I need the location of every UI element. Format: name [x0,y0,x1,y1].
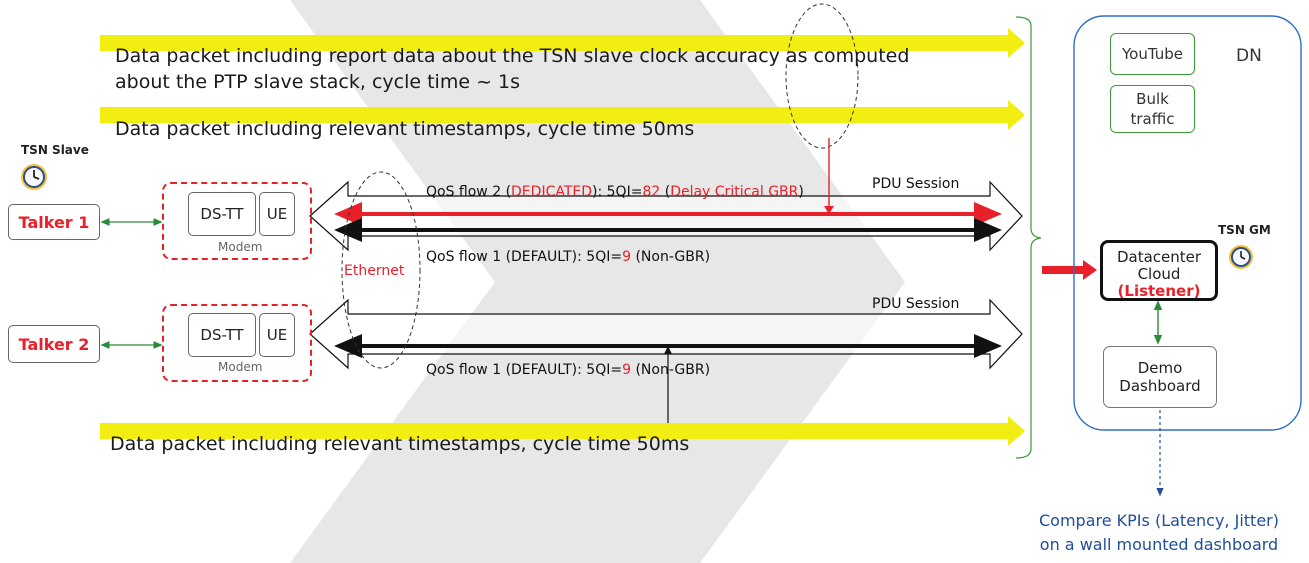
middle-banner-text: Data packet including relevant timestamp… [115,118,695,140]
modem-1-label: Modem [218,240,263,254]
clock-icon [21,164,47,190]
modem-2 [162,304,312,382]
kpi-line-2: on a wall mounted dashboard [1039,535,1279,554]
datacenter-input-arrow [1042,260,1097,280]
dn-label: DN [1236,46,1262,66]
youtube-box: YouTube [1110,33,1195,75]
qos-flow-2-label: QoS flow 2 (DEDICATED): 5QI=82 (Delay Cr… [426,184,804,200]
qos-flow-2-suffix: ) [798,184,804,200]
qos-flow-2-dedicated: DEDICATED [511,184,593,200]
qos-flow-2-mid: ): 5QI= [592,184,643,200]
bottom-banner-arrow [100,416,1025,446]
modem-1-ue: UE [259,192,295,236]
top-banner-arrow [100,28,1025,58]
datacenter-line-1: Datacenter [1116,248,1202,266]
clock-icon [1229,245,1253,269]
timestamp-pointer-head [664,346,672,354]
bulk-traffic-line-1: Bulk [1136,90,1169,108]
qos-flow-1a-label: QoS flow 1 (DEFAULT): 5QI=9 (Non-GBR) [426,249,710,265]
qos-flow-2-prefix: QoS flow 2 ( [426,184,512,200]
ethernet-ellipse [341,171,421,369]
qos-flow-1b-5qi: 9 [622,362,632,378]
pdu-session-1-label: PDU Session [872,176,960,192]
youtube-label: YouTube [1122,45,1183,63]
tsn-gm-label: TSN GM [1218,223,1271,237]
report-ellipse [785,3,859,149]
bulk-traffic-box: Bulk traffic [1110,85,1195,133]
demo-line-1: Demo [1137,359,1183,377]
top-banner-line-2: about the PTP slave stack, cycle time ~ … [115,71,521,93]
modem-2-label: Modem [218,360,263,374]
qos-flow-2-space: ( [660,184,671,200]
qos-flow-1b-suffix: (Non-GBR) [631,362,711,378]
qos-flow-1a-5qi: 9 [622,249,632,265]
demo-line-2: Dashboard [1119,377,1201,395]
bottom-banner-text: Data packet including relevant timestamp… [110,433,690,455]
top-banner-line-1: Data packet including report data about … [115,45,910,67]
kpi-line-1: Compare KPIs (Latency, Jitter) [1039,511,1279,530]
modem-1 [162,182,312,260]
pdu-session-2-label: PDU Session [872,296,960,312]
qos-flow-2-type: Delay Critical GBR [670,184,799,200]
report-pointer-head [824,206,834,214]
datacenter-cloud: Datacenter Cloud (Listener) [1100,240,1218,301]
datacenter-line-2: Cloud [1137,265,1181,283]
modem-1-dstt: DS-TT [188,192,256,236]
modem-2-ue: UE [259,313,295,357]
kpi-text: Compare KPIs (Latency, Jitter) on a wall… [1010,509,1308,557]
modem-2-dstt: DS-TT [188,313,256,357]
dn-brace [1015,16,1042,459]
dn-container [1073,15,1302,431]
qos-flow-1b-label: QoS flow 1 (DEFAULT): 5QI=9 (Non-GBR) [426,362,710,378]
background-chevron [290,0,905,563]
tsn-slave-label: TSN Slave [21,143,89,157]
demo-dashboard: Demo Dashboard [1103,346,1217,408]
listener-label: (Listener) [1117,282,1201,300]
talker-1: Talker 1 [8,204,100,240]
qos-flow-1b-prefix: QoS flow 1 (DEFAULT): 5QI= [426,362,623,378]
middle-banner-arrow [100,100,1025,130]
qos-flow-1a-prefix: QoS flow 1 (DEFAULT): 5QI= [426,249,623,265]
talker-2: Talker 2 [8,325,100,363]
bulk-traffic-line-2: traffic [1130,110,1175,128]
qos-flow-1a-suffix: (Non-GBR) [631,249,711,265]
ethernet-label: Ethernet [344,263,405,279]
qos-flow-2-5qi: 82 [642,184,661,200]
